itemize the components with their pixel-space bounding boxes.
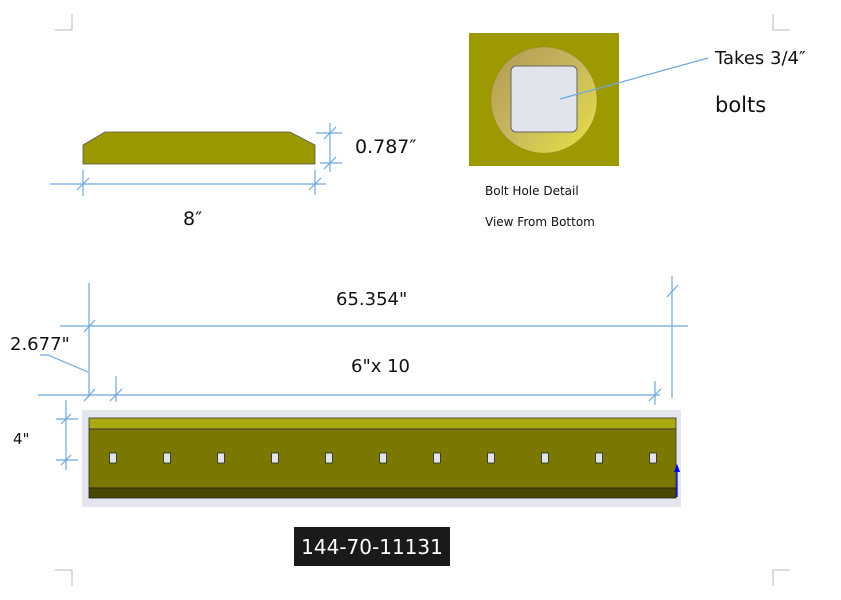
height-dimension-label: 4"	[13, 430, 30, 448]
bolt-hole	[649, 452, 657, 464]
side-view-dimensions	[50, 123, 342, 196]
page-corner-marks	[55, 14, 790, 586]
front-view-dimensions	[38, 276, 688, 470]
bolt-hole	[541, 452, 549, 464]
side-view-profile	[82, 131, 316, 165]
callout-text-line2: bolts	[715, 93, 767, 117]
thickness-dimension-label: 0.787″	[355, 136, 417, 158]
bolt-hole	[433, 452, 441, 464]
bolt-hole-detail-image	[469, 33, 619, 166]
width-dimension-label: 8″	[183, 208, 203, 230]
bolt-hole	[379, 452, 387, 464]
bolt-detail-caption: Bolt Hole Detail	[485, 184, 579, 198]
hole-spacing-label: 6"x 10	[351, 356, 411, 377]
bolt-hole	[325, 452, 333, 464]
part-number-badge: 144-70-11131	[294, 527, 450, 566]
front-view-bar	[82, 410, 681, 507]
offset-dimension-label: 2.677"	[10, 334, 70, 355]
overall-length-label: 65.354"	[336, 289, 408, 310]
bolt-hole	[595, 452, 603, 464]
bolt-hole	[163, 452, 171, 464]
bolt-detail-view-caption: View From Bottom	[485, 215, 595, 229]
bolt-hole	[487, 452, 495, 464]
callout-leader-line	[559, 57, 709, 100]
bolt-hole	[109, 452, 117, 464]
bolt-hole	[217, 452, 225, 464]
bolt-hole	[271, 452, 279, 464]
part-number: 144-70-11131	[301, 534, 443, 559]
callout-text-line1: Takes 3/4″	[715, 48, 806, 69]
